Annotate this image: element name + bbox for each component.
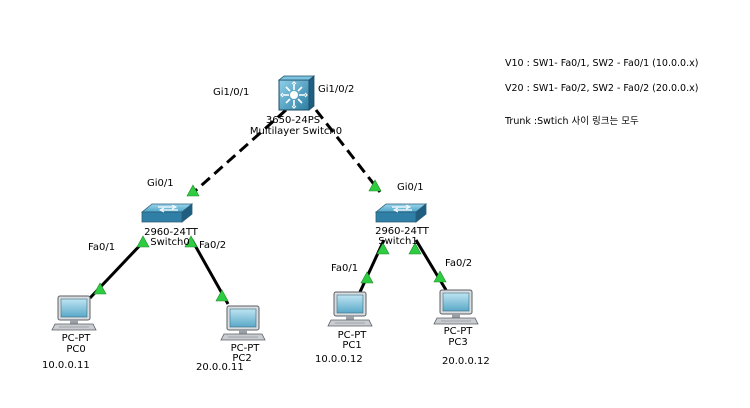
device-name-ms: Multilayer Switch0 — [249, 126, 343, 137]
device-name-sw0: Switch0 — [150, 237, 190, 248]
note-vlan20: V20 : SW1- Fa0/2, SW2 - Fa0/2 (20.0.0.x) — [505, 83, 699, 94]
indicator-triangle — [93, 282, 107, 295]
indicator-triangle — [136, 235, 150, 248]
trunk-link-ms-sw1[interactable] — [314, 109, 382, 193]
switch1-icon[interactable] — [375, 203, 427, 223]
indicator-triangle — [368, 179, 382, 192]
port-label-sw0-gi0-1: Gi0/1 — [147, 178, 174, 189]
device-name-pc3: PC3 — [448, 337, 468, 348]
multilayer-switch-icon[interactable] — [277, 75, 316, 111]
indicator-triangle — [215, 289, 229, 302]
device-model-pc1: PC-PT — [337, 330, 367, 341]
port-label-sw1-fa0-1: Fa0/1 — [331, 263, 359, 274]
note-trunk: Trunk :Swtich 사이 링크는 모두 — [505, 116, 639, 127]
device-name-sw1: Switch1 — [378, 236, 418, 247]
pc2-icon[interactable] — [220, 305, 266, 341]
port-label-sw1-gi0-1: Gi0/1 — [397, 182, 424, 193]
pc1-icon[interactable] — [327, 291, 373, 327]
port-label-sw0-fa0-2: Fa0/2 — [199, 240, 227, 251]
link-indicators — [93, 179, 447, 302]
ip-label-pc3: 20.0.0.12 — [442, 356, 490, 367]
port-label-ms-gi1-0-1: Gi1/0/1 — [213, 87, 250, 98]
device-model-pc3: PC-PT — [443, 326, 473, 337]
device-model-ms: 3650-24PS — [265, 115, 321, 126]
device-name-pc0: PC0 — [66, 344, 86, 355]
port-label-ms-gi1-0-2: Gi1/0/2 — [318, 84, 355, 95]
indicator-triangle — [360, 271, 374, 284]
device-model-pc0: PC-PT — [61, 333, 91, 344]
indicator-triangle — [184, 235, 198, 248]
port-label-sw1-fa0-2: Fa0/2 — [445, 258, 473, 269]
indicator-triangle — [376, 242, 390, 255]
ip-label-pc1: 10.0.0.12 — [315, 354, 363, 365]
ip-label-pc2: 20.0.0.11 — [196, 362, 244, 373]
indicator-triangle — [433, 270, 447, 283]
pc0-icon[interactable] — [51, 295, 97, 331]
trunk-link-ms-sw0[interactable] — [193, 108, 287, 194]
ip-label-pc0: 10.0.0.11 — [42, 360, 90, 371]
switch0-icon[interactable] — [141, 203, 193, 223]
indicator-triangle — [408, 242, 422, 255]
link-sw1-pc3[interactable] — [414, 239, 448, 291]
port-label-sw0-fa0-1: Fa0/1 — [88, 242, 116, 253]
pc3-icon[interactable] — [433, 289, 479, 325]
device-model-sw1: 2960-24TT — [375, 226, 429, 237]
device-model-sw0: 2960-24TT — [144, 227, 198, 238]
device-model-pc2: PC-PT — [230, 343, 260, 354]
links — [88, 108, 448, 305]
device-name-pc2: PC2 — [232, 353, 252, 364]
indicator-triangle — [186, 184, 200, 197]
note-vlan10: V10 : SW1- Fa0/1, SW2 - Fa0/1 (10.0.0.x) — [505, 58, 699, 69]
device-name-pc1: PC1 — [342, 340, 362, 351]
